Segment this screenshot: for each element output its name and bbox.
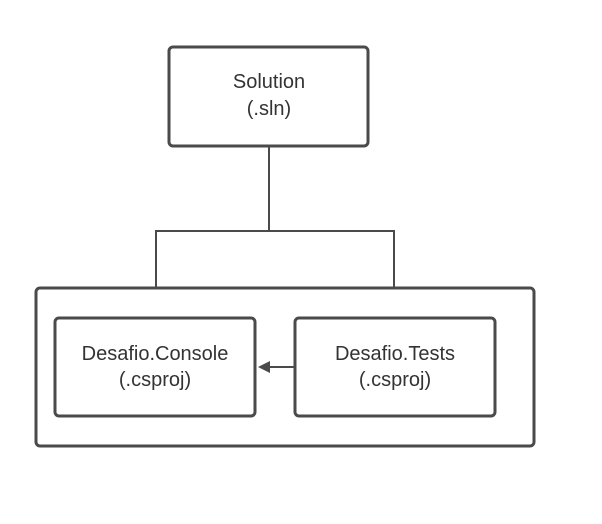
solution-node-title: Solution xyxy=(233,71,305,93)
tests-project-title: Desafio.Tests xyxy=(335,343,455,365)
tests-project-node-box xyxy=(293,316,497,418)
connector-solution-to-projects xyxy=(150,147,400,311)
tests-project-subtitle: (.csproj) xyxy=(359,369,431,391)
tests-project-node[interactable]: Desafio.Tests (.csproj) xyxy=(293,316,497,418)
console-project-node[interactable]: Desafio.Console (.csproj) xyxy=(53,316,257,418)
solution-node[interactable]: Solution (.sln) xyxy=(167,45,370,148)
console-project-subtitle: (.csproj) xyxy=(119,369,191,391)
console-project-node-box xyxy=(53,316,257,418)
connector-solution-to-console xyxy=(155,147,270,300)
arrowhead-left-icon xyxy=(258,361,270,373)
console-project-title: Desafio.Console xyxy=(82,343,229,365)
connector-solution-to-tests xyxy=(269,230,395,300)
solution-node-subtitle: (.sln) xyxy=(247,98,291,120)
connector-tests-to-console xyxy=(258,361,294,373)
solution-node-box xyxy=(167,45,370,148)
